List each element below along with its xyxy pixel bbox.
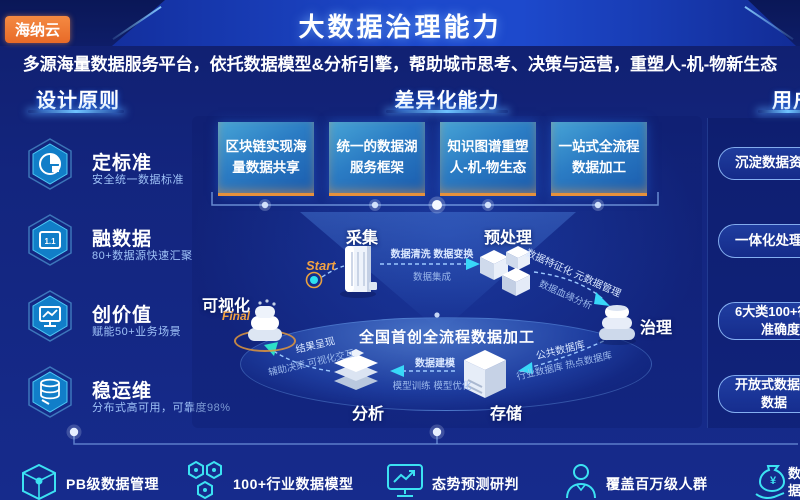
brand-badge: 海纳云	[5, 16, 71, 43]
capability-card: 统一的数据湖服务框架	[329, 122, 425, 196]
data-sheet-icon: 1.1	[26, 214, 74, 266]
value-pill: 开放式数据 数据	[718, 375, 800, 413]
cube-icon	[20, 464, 58, 500]
principle-title: 稳运维	[92, 381, 153, 402]
principle-title: 创价值	[92, 305, 153, 326]
final-label: Final	[222, 309, 251, 323]
svg-text:¥: ¥	[770, 475, 777, 487]
footer-label: 100+行业数据模型	[233, 476, 354, 492]
user-value-panel	[707, 118, 800, 428]
edge-label: 模型训练 模型优化	[392, 381, 472, 392]
svg-text:1.1: 1.1	[44, 237, 56, 246]
money-bag-icon: ¥	[752, 460, 792, 500]
person-icon	[564, 462, 598, 500]
principle-title: 融数据	[92, 229, 153, 250]
monitor-trend-icon	[385, 462, 425, 500]
footer-label-line: 数据	[788, 466, 800, 498]
server-icon	[334, 242, 382, 300]
value-pill-text: 数据	[761, 395, 788, 410]
value-pill-text: 沉淀数据资产	[735, 155, 800, 171]
page-subtitle: 多源海量数据服务平台，依托数据模型&分析引擎，帮助城市思考、决策与运营，重塑人-…	[22, 55, 778, 74]
edge-label: 数据建模	[415, 358, 455, 370]
edge-label: 数据集成	[412, 272, 452, 283]
node-label-preprocess: 预处理	[484, 230, 533, 247]
flow-caption: 全国首创全流程数据加工	[358, 329, 535, 346]
principle-desc: 分布式高可用，可靠度98%	[92, 402, 231, 414]
footer-label: 态势预测研判	[432, 476, 519, 492]
principle-desc: 赋能50+业务场景	[92, 326, 182, 338]
capability-card: 区块链实现海量数据共享	[218, 122, 314, 196]
principle-desc: 安全统一数据标准	[92, 174, 184, 186]
cubes-icon	[478, 242, 532, 298]
principle-item	[26, 138, 74, 190]
capability-card: 一站式全流程数据加工	[551, 122, 647, 196]
footer-label: PB级数据管理	[66, 476, 159, 492]
node-label-visualize: 可视化	[202, 298, 251, 315]
disc-stack-icon	[594, 300, 640, 346]
value-pill-text: 准确度	[761, 322, 800, 337]
pie-chart-icon	[26, 138, 74, 190]
storage-box-icon	[460, 348, 510, 402]
start-label: Start	[306, 258, 336, 273]
section-underline-right	[758, 110, 800, 113]
principle-desc: 80+数据源快速汇聚	[92, 250, 193, 262]
footer-label: 数据 提升	[788, 466, 800, 500]
principle-item	[26, 366, 74, 418]
principle-item: 1.1	[26, 214, 74, 266]
value-pill-text: 一体化处理	[735, 232, 800, 248]
monitor-chart-icon	[26, 290, 74, 342]
node-label-store: 存储	[490, 406, 523, 423]
layers-icon	[330, 348, 382, 400]
capability-card: 知识图谱重塑人-机-物生态	[440, 122, 536, 196]
tiered-disc-icon	[240, 296, 290, 346]
value-pill-text: 6大类100+行业	[735, 304, 800, 320]
section-underline-center	[386, 110, 508, 113]
database-wrench-icon	[26, 366, 74, 418]
value-pill: 沉淀数据资产	[718, 147, 800, 180]
page-title: 大数据治理能力	[298, 12, 502, 42]
header-trapezoid	[112, 0, 796, 46]
value-pill: 6大类100+行业 准确度	[718, 302, 800, 340]
section-title-design-principles: 设计原则	[36, 90, 120, 112]
node-label-collect: 采集	[346, 230, 379, 247]
value-pill: 一体化处理	[718, 224, 800, 258]
section-title-user-value: 用户	[772, 90, 800, 112]
principle-title: 定标准	[92, 153, 153, 174]
node-label-govern: 治理	[640, 320, 673, 337]
section-underline-left	[28, 110, 124, 113]
value-pill-text: 开放式数据	[735, 377, 800, 393]
hexagons-icon	[185, 460, 225, 500]
section-title-differentiated-capabilities: 差异化能力	[394, 90, 500, 112]
footer-label: 覆盖百万级人群	[606, 476, 708, 492]
principle-item	[26, 290, 74, 342]
edge-label: 数据清洗 数据变换	[390, 249, 474, 261]
node-label-analyze: 分析	[352, 406, 385, 423]
